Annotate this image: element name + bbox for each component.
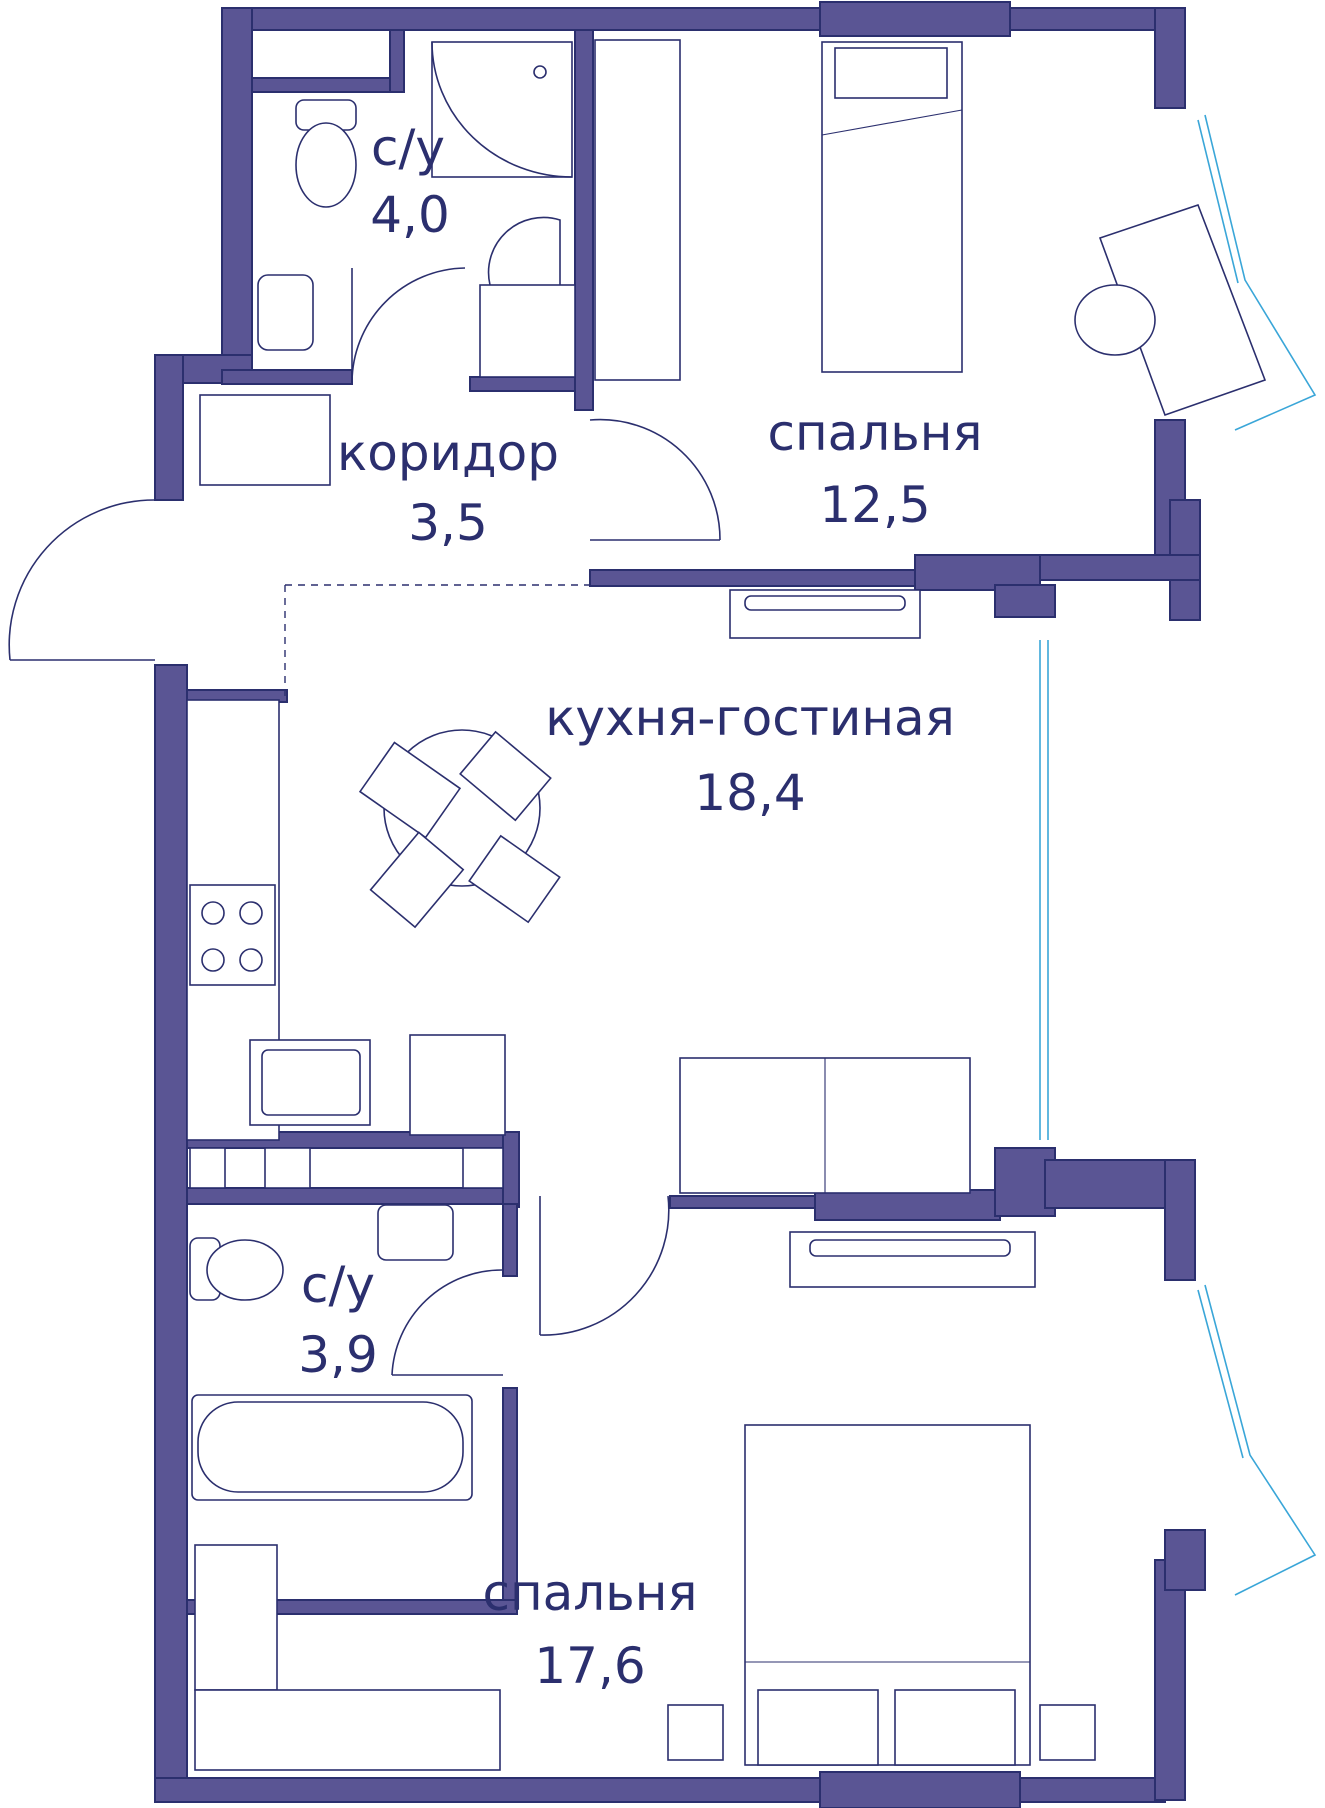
bathroom-1-area: 4,0: [370, 186, 450, 244]
bathroom-1-label: с/у: [371, 119, 445, 177]
corridor-label: коридор: [337, 424, 559, 482]
doors: [8, 267, 721, 1376]
walls: [154, 1, 1206, 1808]
bedroom-1-area: 12,5: [819, 476, 930, 534]
kitchen-living-area: 18,4: [694, 764, 805, 822]
bedroom-2-area: 17,6: [534, 1637, 645, 1695]
bedroom-2-label: спальня: [482, 1564, 697, 1622]
corridor-area: 3,5: [408, 494, 488, 552]
furniture: [186, 39, 1267, 1771]
bathroom-2-area: 3,9: [298, 1326, 378, 1384]
room-labels: с/у 4,0 коридор 3,5 спальня 12,5 кухня-г…: [298, 119, 982, 1695]
windows: [1039, 114, 1317, 1596]
kitchen-living-label: кухня-гостиная: [545, 689, 955, 747]
bathroom-2-label: с/у: [301, 1256, 375, 1314]
bedroom-1-label: спальня: [767, 404, 982, 462]
